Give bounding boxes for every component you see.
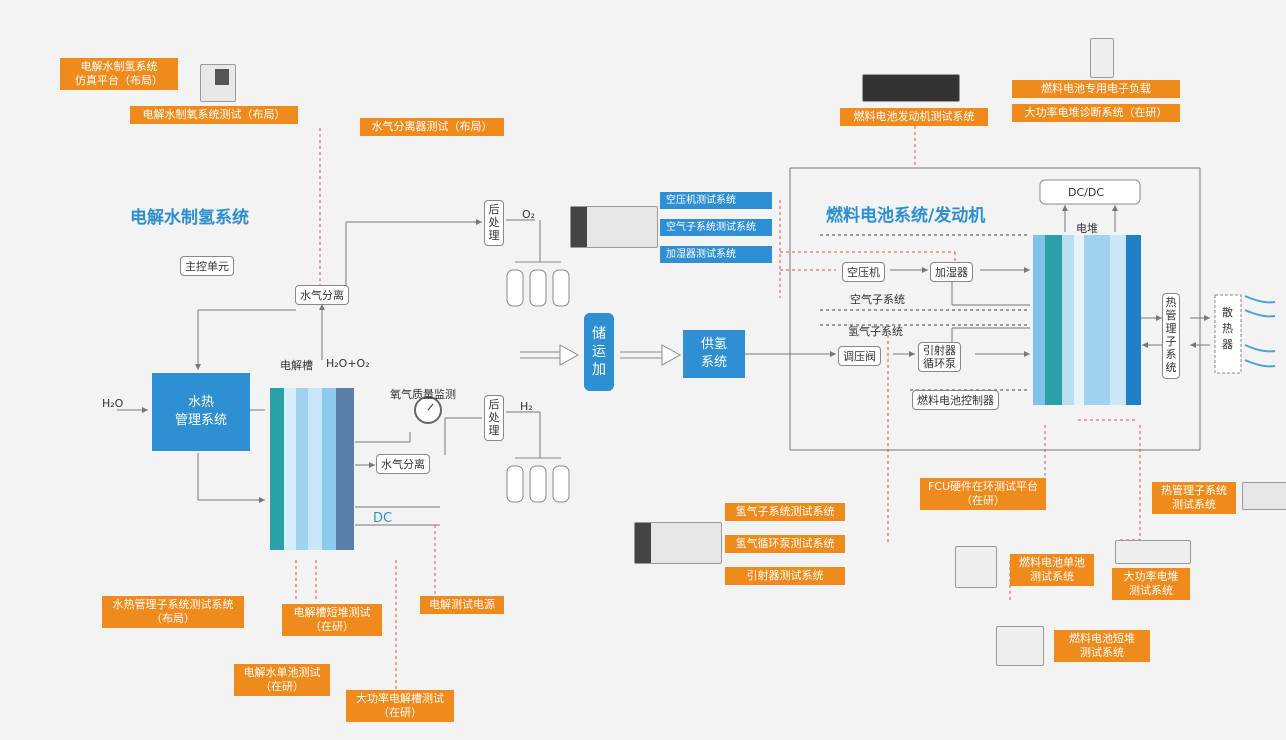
storage-transport-box: 储 运 加 bbox=[584, 313, 614, 391]
air-compressor: 空压机 bbox=[842, 262, 885, 282]
thermal-test-left-label: 水热管理子系统测试系统 （布局） bbox=[102, 596, 244, 628]
electrolysis-system-title: 电解水制氢系统 bbox=[130, 208, 249, 228]
radiator-label: 散 热 器 bbox=[1222, 306, 1233, 351]
sim-platform-label: 电解水制氢系统 仿真平台（布局） bbox=[60, 58, 178, 90]
electronic-load-device-image bbox=[1090, 38, 1114, 78]
hydrogen-subsystem-test-label: 氢气子系统测试系统 bbox=[725, 503, 845, 521]
post-treatment-bottom: 后 处 理 bbox=[484, 395, 504, 441]
short-stack-test-label: 燃料电池短堆 测试系统 bbox=[1054, 630, 1150, 662]
thermal-test-right-label: 热管理子系统 测试系统 bbox=[1152, 482, 1236, 514]
h2o-input-label: H₂O bbox=[102, 397, 124, 410]
o2-label: O₂ bbox=[522, 208, 536, 221]
electronic-load-label: 燃料电池专用电子负载 bbox=[1012, 80, 1180, 98]
high-power-electrolyzer-label: 大功率电解槽测试 （在研） bbox=[346, 690, 454, 722]
high-power-diagnosis-label: 大功率电堆诊断系统（在研） bbox=[1012, 104, 1180, 122]
single-cell-test-label: 燃料电池单池 测试系统 bbox=[1010, 554, 1094, 586]
ejector-test-label: 引射器测试系统 bbox=[725, 567, 845, 585]
hydrogen-subsystem-label: 氢气子系统 bbox=[848, 325, 903, 338]
humidifier-test-label: 加湿器测试系统 bbox=[660, 246, 772, 263]
air-compressor-test-device-image bbox=[570, 206, 658, 248]
high-power-stack-test-label: 大功率电堆 测试系统 bbox=[1112, 568, 1190, 600]
single-cell-electrolysis-label: 电解水单池测试 （在研） bbox=[234, 664, 330, 696]
water-gas-separator-top: 水气分离 bbox=[295, 285, 349, 305]
sim-platform-device-image bbox=[200, 64, 236, 102]
pressure-regulating-valve: 调压阀 bbox=[838, 346, 881, 366]
thermal-management-subsystem: 热 管 理 子 系 统 bbox=[1162, 293, 1180, 379]
humidifier: 加湿器 bbox=[930, 262, 973, 282]
water-thermal-management-box: 水热 管理系统 bbox=[152, 373, 250, 451]
fcu-hil-label: FCU硬件在环测试平台 （在研） bbox=[920, 478, 1046, 510]
air-compressor-test-label: 空压机测试系统 bbox=[660, 192, 772, 209]
electrolyzer-short-stack-label: 电解槽短堆测试 （在研） bbox=[282, 604, 382, 636]
thermal-test-device-image bbox=[1242, 482, 1286, 510]
h2o-o2-label: H₂O+O₂ bbox=[326, 357, 370, 370]
dcdc-label: DC/DC bbox=[1068, 186, 1105, 199]
post-treatment-top: 后 处 理 bbox=[484, 200, 504, 246]
electrolyzer-label: 电解槽 bbox=[280, 359, 313, 372]
short-stack-device-image bbox=[996, 626, 1044, 666]
hydrogen-test-device-image bbox=[634, 522, 722, 564]
hydrogen-pump-test-label: 氢气循环泵测试系统 bbox=[725, 535, 845, 553]
fuel-cell-controller: 燃料电池控制器 bbox=[912, 390, 999, 410]
stack-label: 电堆 bbox=[1076, 222, 1098, 235]
high-power-stack-device-image bbox=[1115, 540, 1191, 564]
electrolysis-power-label: 电解测试电源 bbox=[420, 596, 504, 614]
air-subsystem-test-label: 空气子系统测试系统 bbox=[660, 219, 772, 236]
ejector-circulation-pump: 引射器 循环泵 bbox=[918, 342, 961, 372]
h2-label: H₂ bbox=[520, 400, 533, 413]
engine-test-label: 燃料电池发动机测试系统 bbox=[840, 108, 988, 126]
engine-test-device-image bbox=[862, 74, 960, 102]
separator-test-label: 水气分离器测试（布局） bbox=[360, 118, 504, 136]
electrolysis-test-label: 电解水制氧系统测试（布局） bbox=[130, 106, 298, 124]
air-subsystem-label: 空气子系统 bbox=[850, 293, 905, 306]
hydrogen-supply-box: 供氢 系统 bbox=[683, 330, 745, 378]
single-cell-device-image bbox=[955, 546, 997, 588]
water-gas-separator-bottom: 水气分离 bbox=[376, 454, 430, 474]
dc-label: DC bbox=[373, 511, 393, 526]
oxygen-quality-monitor-label: 氧气质量监测 bbox=[390, 388, 456, 401]
fuel-cell-system-title: 燃料电池系统/发动机 bbox=[826, 206, 986, 226]
main-control-unit: 主控单元 bbox=[180, 256, 234, 276]
